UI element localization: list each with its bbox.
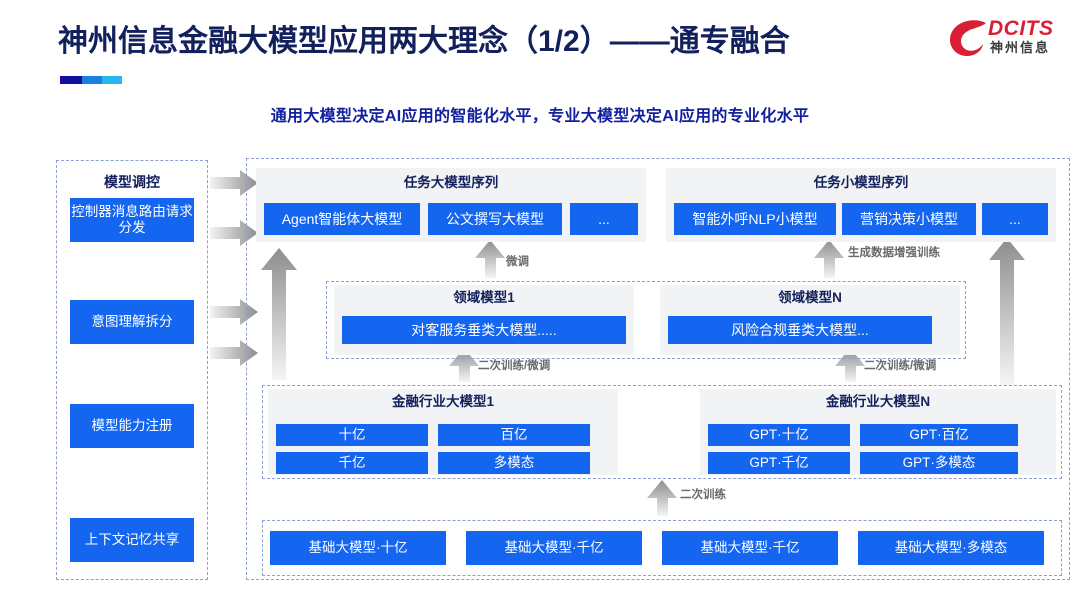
sidebar-item-intent-parsing[interactable]: 意图理解拆分 xyxy=(70,300,194,344)
page-subtitle: 通用大模型决定AI应用的智能化水平，专业大模型决定AI应用的专业化水平 xyxy=(270,108,810,125)
domain-model-n-title: 领域模型N xyxy=(778,290,842,305)
base-models-frame xyxy=(262,520,1062,576)
logo-wordmark: DCITS xyxy=(988,17,1054,40)
task-big-model-title: 任务大模型序列 xyxy=(403,175,499,190)
task-small-model-title: 任务小模型序列 xyxy=(813,175,909,190)
arrow-label-finetune: 微调 xyxy=(506,256,529,268)
main-architecture-frame xyxy=(246,158,1070,580)
task-big-chip-more[interactable]: ... xyxy=(570,203,638,235)
sidebar-title: 模型调控 xyxy=(104,174,160,190)
task-small-chip-more[interactable]: ... xyxy=(982,203,1048,235)
industry-1-chip-4[interactable]: 多模态 xyxy=(438,452,590,474)
industry-1-chip-3[interactable]: 千亿 xyxy=(276,452,428,474)
title-accent-bar xyxy=(60,76,122,84)
domain-model-n-chip[interactable]: 风险合规垂类大模型... xyxy=(668,316,932,344)
sidebar-item-context-memory-sharing[interactable]: 上下文记忆共享 xyxy=(70,518,194,562)
task-big-chip-document[interactable]: 公文撰写大模型 xyxy=(428,203,562,235)
domain-models-frame xyxy=(326,281,966,359)
arrow-label-secondary-1: 二次训练/微调 xyxy=(478,360,551,372)
industry-n-chip-1[interactable]: GPT·十亿 xyxy=(708,424,850,446)
page-title: 神州信息金融大模型应用两大理念（1/2）——通专融合 xyxy=(58,25,790,58)
arrow-label-secondary-base: 二次训练 xyxy=(680,489,726,501)
domain-model-1-title: 领域模型1 xyxy=(453,290,515,305)
task-small-chip-marketing[interactable]: 营销决策小模型 xyxy=(842,203,976,235)
domain-model-1-chip[interactable]: 对客服务垂类大模型..... xyxy=(342,316,626,344)
accent-segment-2 xyxy=(82,76,102,84)
logo-swirl-icon xyxy=(949,20,986,56)
arrow-label-secondary-2: 二次训练/微调 xyxy=(864,360,937,372)
industry-n-chip-4[interactable]: GPT·多模态 xyxy=(860,452,1018,474)
accent-segment-3 xyxy=(102,76,122,84)
base-chip-3[interactable]: 基础大模型·千亿 xyxy=(662,531,838,565)
sidebar-frame xyxy=(56,160,208,580)
sidebar-item-controller-dispatch[interactable]: 控制器消息路由请求分发 xyxy=(70,198,194,242)
base-chip-2[interactable]: 基础大模型·千亿 xyxy=(466,531,642,565)
arrow-label-gen-data-aug: 生成数据增强训练 xyxy=(848,247,940,259)
industry-model-1-title: 金融行业大模型1 xyxy=(391,394,494,409)
industry-n-chip-3[interactable]: GPT·千亿 xyxy=(708,452,850,474)
base-chip-4[interactable]: 基础大模型·多模态 xyxy=(858,531,1044,565)
sidebar-item-capability-registry[interactable]: 模型能力注册 xyxy=(70,404,194,448)
industry-1-chip-1[interactable]: 十亿 xyxy=(276,424,428,446)
base-chip-1[interactable]: 基础大模型·十亿 xyxy=(270,531,446,565)
industry-models-frame xyxy=(262,385,1062,479)
task-big-chip-agent[interactable]: Agent智能体大模型 xyxy=(264,203,420,235)
dcits-logo: DCITS 神州信息 xyxy=(946,16,1066,66)
accent-segment-1 xyxy=(60,76,82,84)
industry-n-chip-2[interactable]: GPT·百亿 xyxy=(860,424,1018,446)
logo-chinese-name: 神州信息 xyxy=(990,40,1051,55)
task-small-chip-nlp-outbound[interactable]: 智能外呼NLP小模型 xyxy=(674,203,836,235)
industry-1-chip-2[interactable]: 百亿 xyxy=(438,424,590,446)
industry-model-n-title: 金融行业大模型N xyxy=(825,394,931,409)
